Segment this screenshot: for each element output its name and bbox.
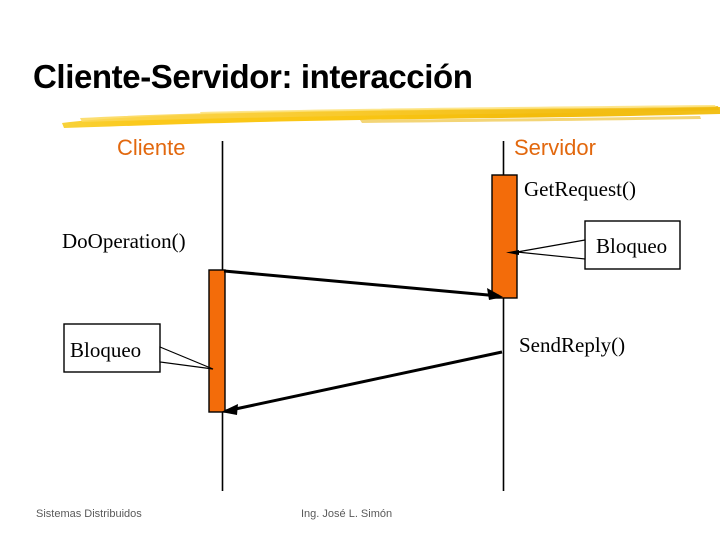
page-title: Cliente-Servidor: interacción (33, 58, 473, 95)
callout-label-server-block: Bloqueo (596, 234, 668, 258)
message-arrow-request (223, 269, 500, 298)
footer-course-name: Sistemas Distribuidos (36, 508, 142, 520)
activation-bar-client (208, 269, 226, 413)
callout-leader-server-block (516, 239, 586, 260)
callout-box-client-block (63, 323, 161, 373)
message-label-do-operation: DoOperation() (62, 229, 186, 253)
message-arrowhead-reply (221, 404, 238, 415)
actor-label-server: Servidor (514, 135, 596, 160)
message-arrow-reply (225, 350, 503, 413)
callout-leader-client-block (159, 346, 214, 370)
callout-pointer-server-block (506, 250, 519, 255)
callout-label-client-block: Bloqueo (70, 338, 142, 362)
footer-author-name: Ing. José L. Simón (301, 508, 393, 520)
activation-bar-server (491, 174, 518, 299)
message-arrowhead-request (487, 288, 503, 300)
message-label-get-request: GetRequest() (524, 177, 636, 201)
message-label-send-reply: SendReply() (519, 333, 626, 357)
actor-label-client: Cliente (117, 135, 186, 160)
